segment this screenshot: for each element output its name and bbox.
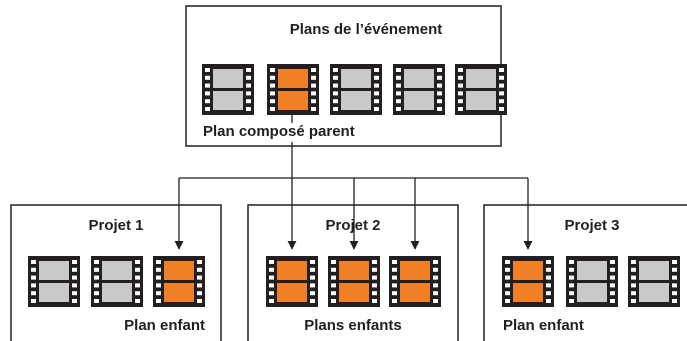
project-2-label: Plans enfants	[304, 317, 402, 334]
project-1-clips	[28, 256, 205, 307]
project-3-clip-3-icon	[628, 256, 680, 307]
project-3-title: Projet 3	[564, 217, 619, 234]
event-clip-4-icon	[393, 64, 445, 115]
project-2-title: Projet 2	[325, 217, 380, 234]
event-clip-1-icon	[202, 64, 254, 115]
project-1-clip-1-icon	[28, 256, 80, 307]
project-3-clip-2-icon	[566, 256, 618, 307]
event-clip-5-icon	[455, 64, 507, 115]
project-2-clip-1-icon	[266, 256, 318, 307]
event-title: Plans de l’événement	[290, 21, 443, 38]
project-1-clip-2-icon	[91, 256, 143, 307]
event-clip-3-icon	[330, 64, 382, 115]
project-2-clips	[266, 256, 441, 307]
project-3-clips	[502, 256, 680, 307]
project-2-clip-3-icon	[389, 256, 441, 307]
connectors	[174, 115, 533, 250]
event-clip-2-icon	[267, 64, 319, 115]
project-1-clip-3-icon	[153, 256, 205, 307]
project-1-label: Plan enfant	[124, 317, 205, 334]
project-2-clip-2-icon	[328, 256, 380, 307]
project-1-title: Projet 1	[88, 217, 143, 234]
parent-clip-label: Plan composé parent	[203, 123, 355, 140]
project-3-clip-1-icon	[502, 256, 554, 307]
project-3-label: Plan enfant	[503, 317, 584, 334]
event-clips	[202, 64, 507, 115]
